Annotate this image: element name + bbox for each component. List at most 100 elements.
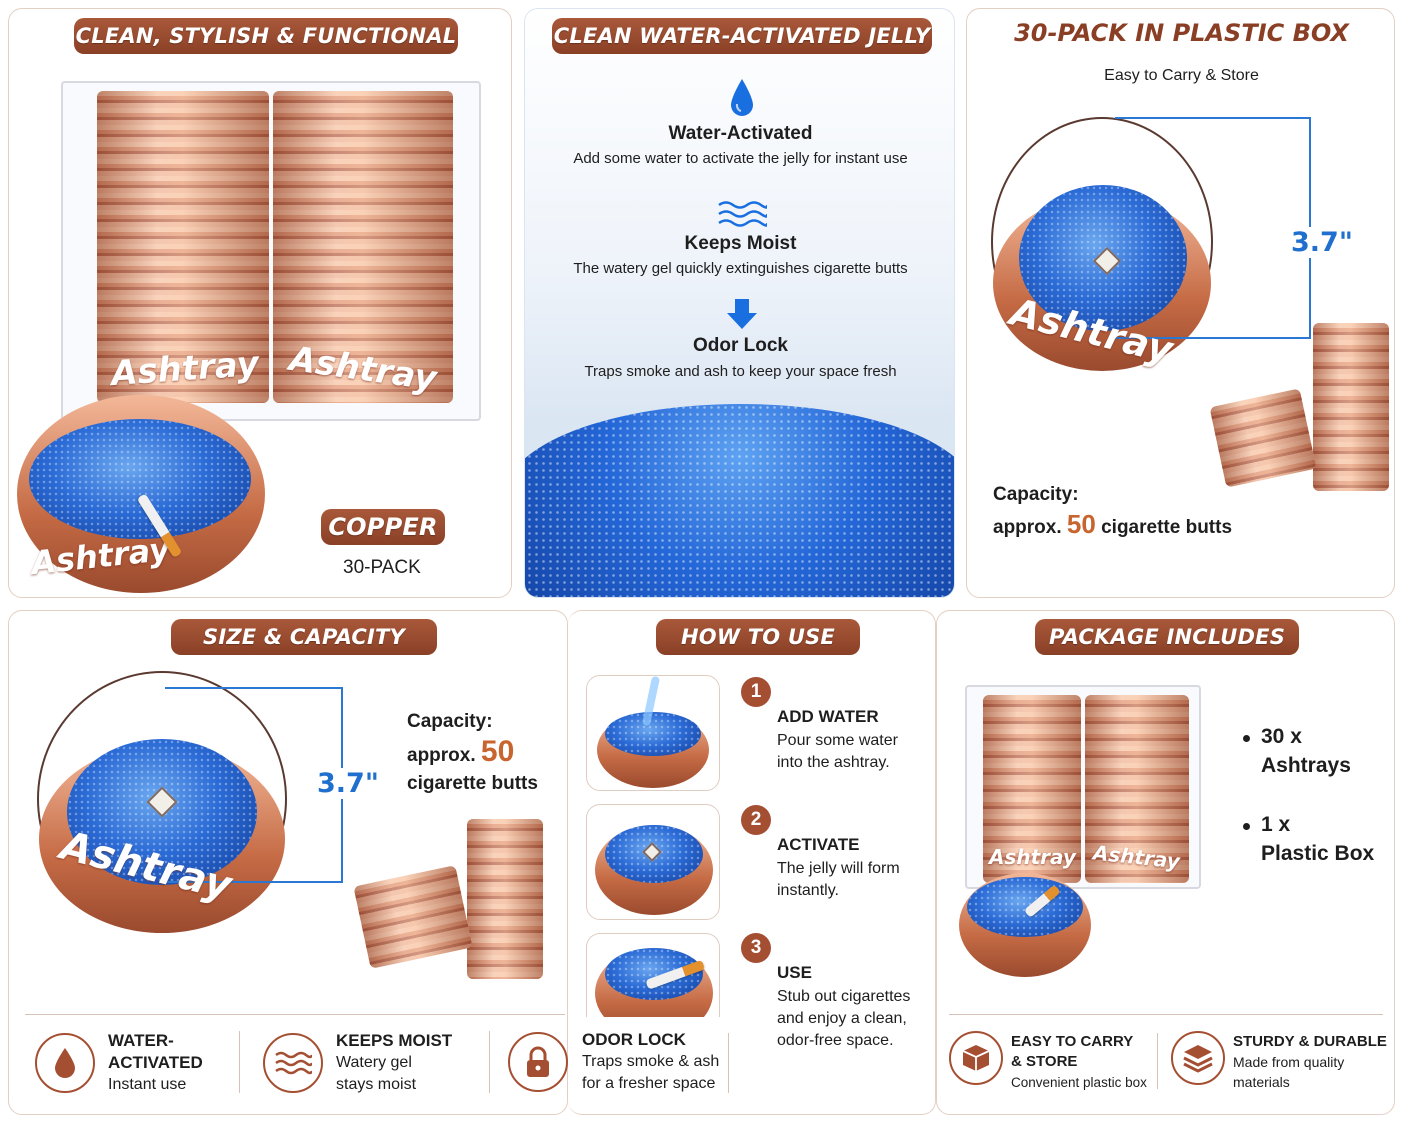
feature-icon-circle [35, 1033, 95, 1093]
layers-icon [1183, 1045, 1213, 1073]
divider [25, 1014, 565, 1015]
capacity-prefix: approx. [407, 745, 476, 766]
divider [489, 1031, 490, 1093]
step-3-image [586, 933, 720, 1017]
panel-title: CLEAN WATER-ACTIVATED JELLY [552, 18, 932, 54]
panel-clean-stylish: CLEAN, STYLISH & FUNCTIONAL Ashtray Asht… [8, 8, 512, 598]
feature-title: STURDY & DURABLE [1233, 1033, 1387, 1050]
step-2-number: 2 [741, 805, 771, 835]
feature-icon-circle [1171, 1031, 1225, 1085]
stack-label: Ashtray [989, 845, 1076, 869]
panel-title: SIZE & CAPACITY [171, 619, 437, 655]
package-item: Plastic Box [1261, 842, 1375, 865]
panel-30-pack: 30-PACK IN PLASTIC BOX Easy to Carry & S… [966, 8, 1395, 598]
divider [239, 1031, 240, 1093]
feature-desc: for a fresher space [582, 1075, 716, 1092]
feature-heading: Keeps Moist [684, 233, 797, 254]
feature-title: ACTIVATED [108, 1053, 203, 1072]
dimension-label: 3.7" [315, 768, 381, 799]
blue-gel-closeup [525, 404, 954, 597]
step-heading: ACTIVATE [777, 835, 860, 854]
capacity-suffix: cigarette butts [407, 773, 538, 794]
panel-title: HOW TO USE [656, 619, 860, 655]
feature-desc: materials [1233, 1074, 1290, 1090]
blue-gel [967, 877, 1083, 937]
ashtray-stack [1313, 323, 1389, 491]
feature-desc: Add some water to activate the jelly for… [573, 150, 908, 167]
feature-desc: stays moist [336, 1076, 417, 1093]
ashtray-stack-left: Ashtray [97, 91, 269, 403]
step-line: instantly. [777, 882, 839, 899]
ashtray-stack-right: Ashtray [1085, 695, 1189, 883]
package-item: Ashtrays [1261, 754, 1351, 777]
ashtray-stack-left: Ashtray [983, 695, 1081, 883]
feature-title: EASY TO CARRY [1011, 1033, 1134, 1050]
step-line: into the ashtray. [777, 754, 890, 771]
panel-title: 30-PACK IN PLASTIC BOX [1014, 19, 1349, 47]
feature-desc: Convenient plastic box [1011, 1075, 1147, 1090]
stack-label: Ashtray [109, 343, 261, 395]
panel-subtitle: Easy to Carry & Store [1104, 67, 1259, 84]
panel-how-to-use: HOW TO USE 1 ADD WATER Pour some water i… [568, 610, 936, 1115]
package-item: 1 x [1261, 813, 1291, 836]
capacity-suffix: cigarette butts [1101, 517, 1233, 538]
step-line: Pour some water [777, 732, 898, 749]
bullet [1243, 823, 1250, 830]
capacity-line: approx. 50 [407, 735, 514, 769]
feature-desc: Instant use [108, 1076, 187, 1093]
water-drop-icon [55, 1048, 75, 1078]
panel-water-jelly: CLEAN WATER-ACTIVATED JELLY Water-Activa… [524, 8, 955, 598]
lock-icon [527, 1046, 549, 1077]
step-heading: ADD WATER [777, 707, 879, 726]
step-heading: USE [777, 963, 812, 982]
feature-icon-circle [949, 1031, 1003, 1085]
blue-gel [29, 419, 251, 539]
divider [949, 1014, 1383, 1015]
feature-icon-circle [508, 1032, 568, 1092]
feature-title: WATER- [108, 1031, 174, 1050]
panel-title: CLEAN, STYLISH & FUNCTIONAL [74, 18, 458, 54]
step-line: The jelly will form [777, 860, 900, 877]
divider [1157, 1033, 1158, 1089]
water-drop-icon [731, 79, 753, 116]
waves-icon [275, 1051, 312, 1075]
waves-icon [718, 201, 767, 227]
feature-title: ODOR LOCK [582, 1030, 686, 1049]
dimension-label: 3.7" [1289, 227, 1355, 258]
ashtray-tilted [1209, 388, 1317, 488]
feature-title: KEEPS MOIST [336, 1031, 453, 1050]
step-1-image [586, 675, 720, 791]
ashtray-stack-right: Ashtray [273, 91, 453, 403]
stack-label: Ashtray [1091, 840, 1181, 874]
package-item: 30 x [1261, 725, 1302, 748]
capacity-prefix: approx. [993, 517, 1062, 538]
gel-texture [525, 404, 954, 597]
feature-desc: The watery gel quickly extinguishes ciga… [573, 260, 908, 277]
feature-desc: Made from quality [1233, 1054, 1345, 1070]
capacity-line: approx. 50 cigarette butts [993, 509, 1232, 540]
feature-title: & STORE [1011, 1053, 1078, 1070]
pack-label: 30-PACK [343, 557, 421, 578]
dimension-line [1115, 117, 1311, 339]
step-line: odor-free space. [777, 1032, 894, 1049]
panel-size-capacity: SIZE & CAPACITY Ashtray 3.7" Capacity: a… [8, 610, 568, 1115]
step-line: Stub out cigarettes [777, 988, 911, 1005]
arrow-down-icon [727, 299, 757, 329]
feature-icon-circle [263, 1033, 323, 1093]
panel-package-includes: PACKAGE INCLUDES Ashtray Ashtray 30 x As… [936, 610, 1395, 1115]
divider [728, 1033, 729, 1093]
feature-heading: Water-Activated [668, 123, 813, 144]
step-2-image [586, 804, 720, 920]
capacity-label: Capacity: [407, 711, 493, 732]
panel-title: PACKAGE INCLUDES [1035, 619, 1299, 655]
box-icon [962, 1045, 990, 1071]
copper-badge: COPPER [321, 509, 445, 545]
stack-label: Ashtray [286, 338, 439, 400]
bullet [1243, 735, 1250, 742]
ashtray-tilted [353, 865, 473, 969]
capacity-number: 50 [480, 735, 515, 768]
feature-desc: Traps smoke & ash [582, 1053, 720, 1070]
step-3-number: 3 [741, 933, 771, 963]
ashtray-stack [467, 819, 543, 979]
step-1-number: 1 [741, 677, 771, 707]
